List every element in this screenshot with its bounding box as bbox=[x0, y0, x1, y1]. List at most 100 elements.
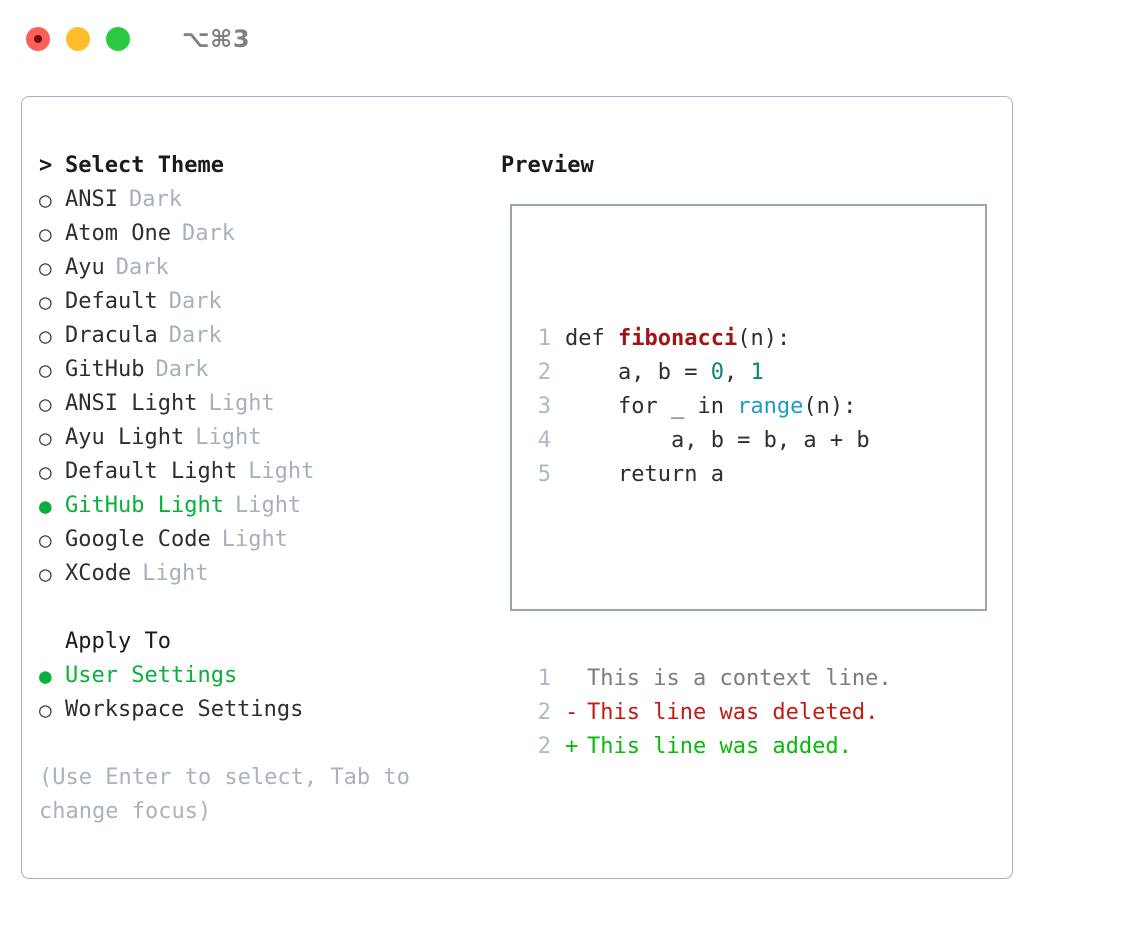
keyboard-hint: (Use Enter to select, Tab to change focu… bbox=[39, 765, 410, 824]
minimize-window-button[interactable] bbox=[66, 27, 90, 51]
apply-to-option[interactable]: ● User Settings bbox=[39, 659, 469, 693]
code-token: range bbox=[737, 394, 804, 419]
radio-unselected-icon[interactable]: ○ bbox=[39, 188, 52, 212]
diff-line: 2 + This line was added. bbox=[523, 730, 892, 764]
radio-unselected-icon[interactable]: ○ bbox=[39, 698, 52, 722]
radio-selected-icon[interactable]: ● bbox=[39, 494, 52, 518]
theme-name: Atom One bbox=[65, 221, 171, 246]
code-line-text: return a bbox=[565, 458, 724, 492]
diff-line-text: + This line was added. bbox=[565, 730, 852, 764]
radio-unselected-icon[interactable]: ○ bbox=[39, 528, 52, 552]
diff-line-text: -This line was deleted. bbox=[565, 696, 878, 730]
theme-variant-tag: Light bbox=[248, 459, 315, 484]
diff-marker bbox=[565, 662, 587, 696]
radio-unselected-icon[interactable]: ○ bbox=[39, 324, 52, 348]
radio-selected-icon[interactable]: ● bbox=[39, 664, 52, 688]
diff-line: 2 -This line was deleted. bbox=[523, 696, 892, 730]
theme-list-item[interactable]: ○ GitHub Dark bbox=[39, 353, 469, 387]
code-diff-spacer bbox=[523, 560, 892, 594]
theme-name: Dracula bbox=[65, 323, 158, 348]
code-line: 2 a, b = 0, 1 bbox=[523, 356, 892, 390]
theme-name: GitHub Light bbox=[65, 493, 224, 518]
line-number: 2 bbox=[537, 360, 551, 385]
theme-name: XCode bbox=[65, 561, 132, 586]
code-token: fibonacci bbox=[617, 326, 738, 351]
theme-name: Google Code bbox=[65, 527, 211, 552]
theme-name: Ayu Light bbox=[65, 425, 185, 450]
list-spacer bbox=[39, 591, 469, 625]
diff-text: This line was added. bbox=[587, 734, 852, 759]
line-number: 5 bbox=[537, 462, 551, 487]
theme-name: ANSI bbox=[65, 187, 118, 212]
line-number: 1 bbox=[537, 326, 551, 351]
theme-variant-tag: Dark bbox=[168, 323, 222, 348]
theme-variant-tag: Dark bbox=[115, 255, 169, 280]
radio-unselected-icon[interactable]: ○ bbox=[39, 290, 52, 314]
line-number: 2 bbox=[537, 700, 551, 725]
diff-sample: 1 This is a context line. 2 -This line was… bbox=[523, 662, 892, 764]
caret-icon: > bbox=[39, 153, 53, 178]
code-token: (n): bbox=[737, 326, 791, 351]
diff-marker: + bbox=[565, 734, 579, 759]
code-token: 1 bbox=[750, 360, 764, 385]
radio-unselected-icon[interactable]: ○ bbox=[39, 358, 52, 382]
radio-unselected-icon[interactable]: ○ bbox=[39, 392, 52, 416]
theme-list-item[interactable]: ● GitHub Light Light bbox=[39, 489, 469, 523]
diff-line-text: This is a context line. bbox=[565, 662, 892, 696]
theme-variant-tag: Dark bbox=[168, 289, 222, 314]
theme-list-item[interactable]: ○ Atom One Dark bbox=[39, 217, 469, 251]
code-line-text: for _ in range(n): bbox=[565, 390, 856, 424]
code-token: a, b = b, a + b bbox=[565, 428, 870, 453]
line-number: 2 bbox=[537, 734, 551, 759]
theme-variant-tag: Dark bbox=[181, 221, 235, 246]
close-window-button[interactable] bbox=[26, 27, 50, 51]
apply-to-label: Apply To bbox=[65, 629, 171, 654]
radio-unselected-icon[interactable]: ○ bbox=[39, 562, 52, 586]
theme-variant-tag: Dark bbox=[128, 187, 182, 212]
diff-line: 1 This is a context line. bbox=[523, 662, 892, 696]
theme-variant-tag: Light bbox=[234, 493, 302, 518]
theme-name: ANSI Light bbox=[65, 391, 198, 416]
code-token: return a bbox=[565, 462, 724, 487]
line-number: 3 bbox=[537, 394, 551, 419]
radio-unselected-icon[interactable]: ○ bbox=[39, 222, 52, 246]
apply-to-header: Apply To bbox=[39, 625, 469, 659]
theme-list-item[interactable]: ○ Dracula Dark bbox=[39, 319, 469, 353]
apply-to-option-label: User Settings bbox=[65, 663, 238, 688]
theme-name: GitHub bbox=[65, 357, 145, 382]
maximize-window-button[interactable] bbox=[106, 27, 130, 51]
code-token: 0 bbox=[710, 360, 724, 385]
radio-unselected-icon[interactable]: ○ bbox=[39, 256, 52, 280]
code-line-text: a, b = 0, 1 bbox=[565, 356, 764, 390]
code-token: a, b = bbox=[565, 360, 711, 385]
diff-text: This is a context line. bbox=[587, 666, 892, 691]
keyboard-shortcut-label: ⌥⌘3 bbox=[182, 25, 251, 53]
apply-to-option-label: Workspace Settings bbox=[65, 697, 304, 722]
apply-to-options: ● User Settings ○ Workspace Settings bbox=[39, 659, 469, 727]
radio-unselected-icon[interactable]: ○ bbox=[39, 426, 52, 450]
code-token: (n): bbox=[803, 394, 857, 419]
preview-title: Preview bbox=[501, 153, 594, 178]
line-number: 4 bbox=[537, 428, 551, 453]
code-token: , bbox=[723, 360, 751, 385]
code-line-text: a, b = b, a + b bbox=[565, 424, 870, 458]
theme-variant-tag: Dark bbox=[155, 357, 209, 382]
radio-unselected-icon[interactable]: ○ bbox=[39, 460, 52, 484]
theme-list-item[interactable]: ○ ANSI Dark bbox=[39, 183, 469, 217]
apply-to-option[interactable]: ○ Workspace Settings bbox=[39, 693, 469, 727]
